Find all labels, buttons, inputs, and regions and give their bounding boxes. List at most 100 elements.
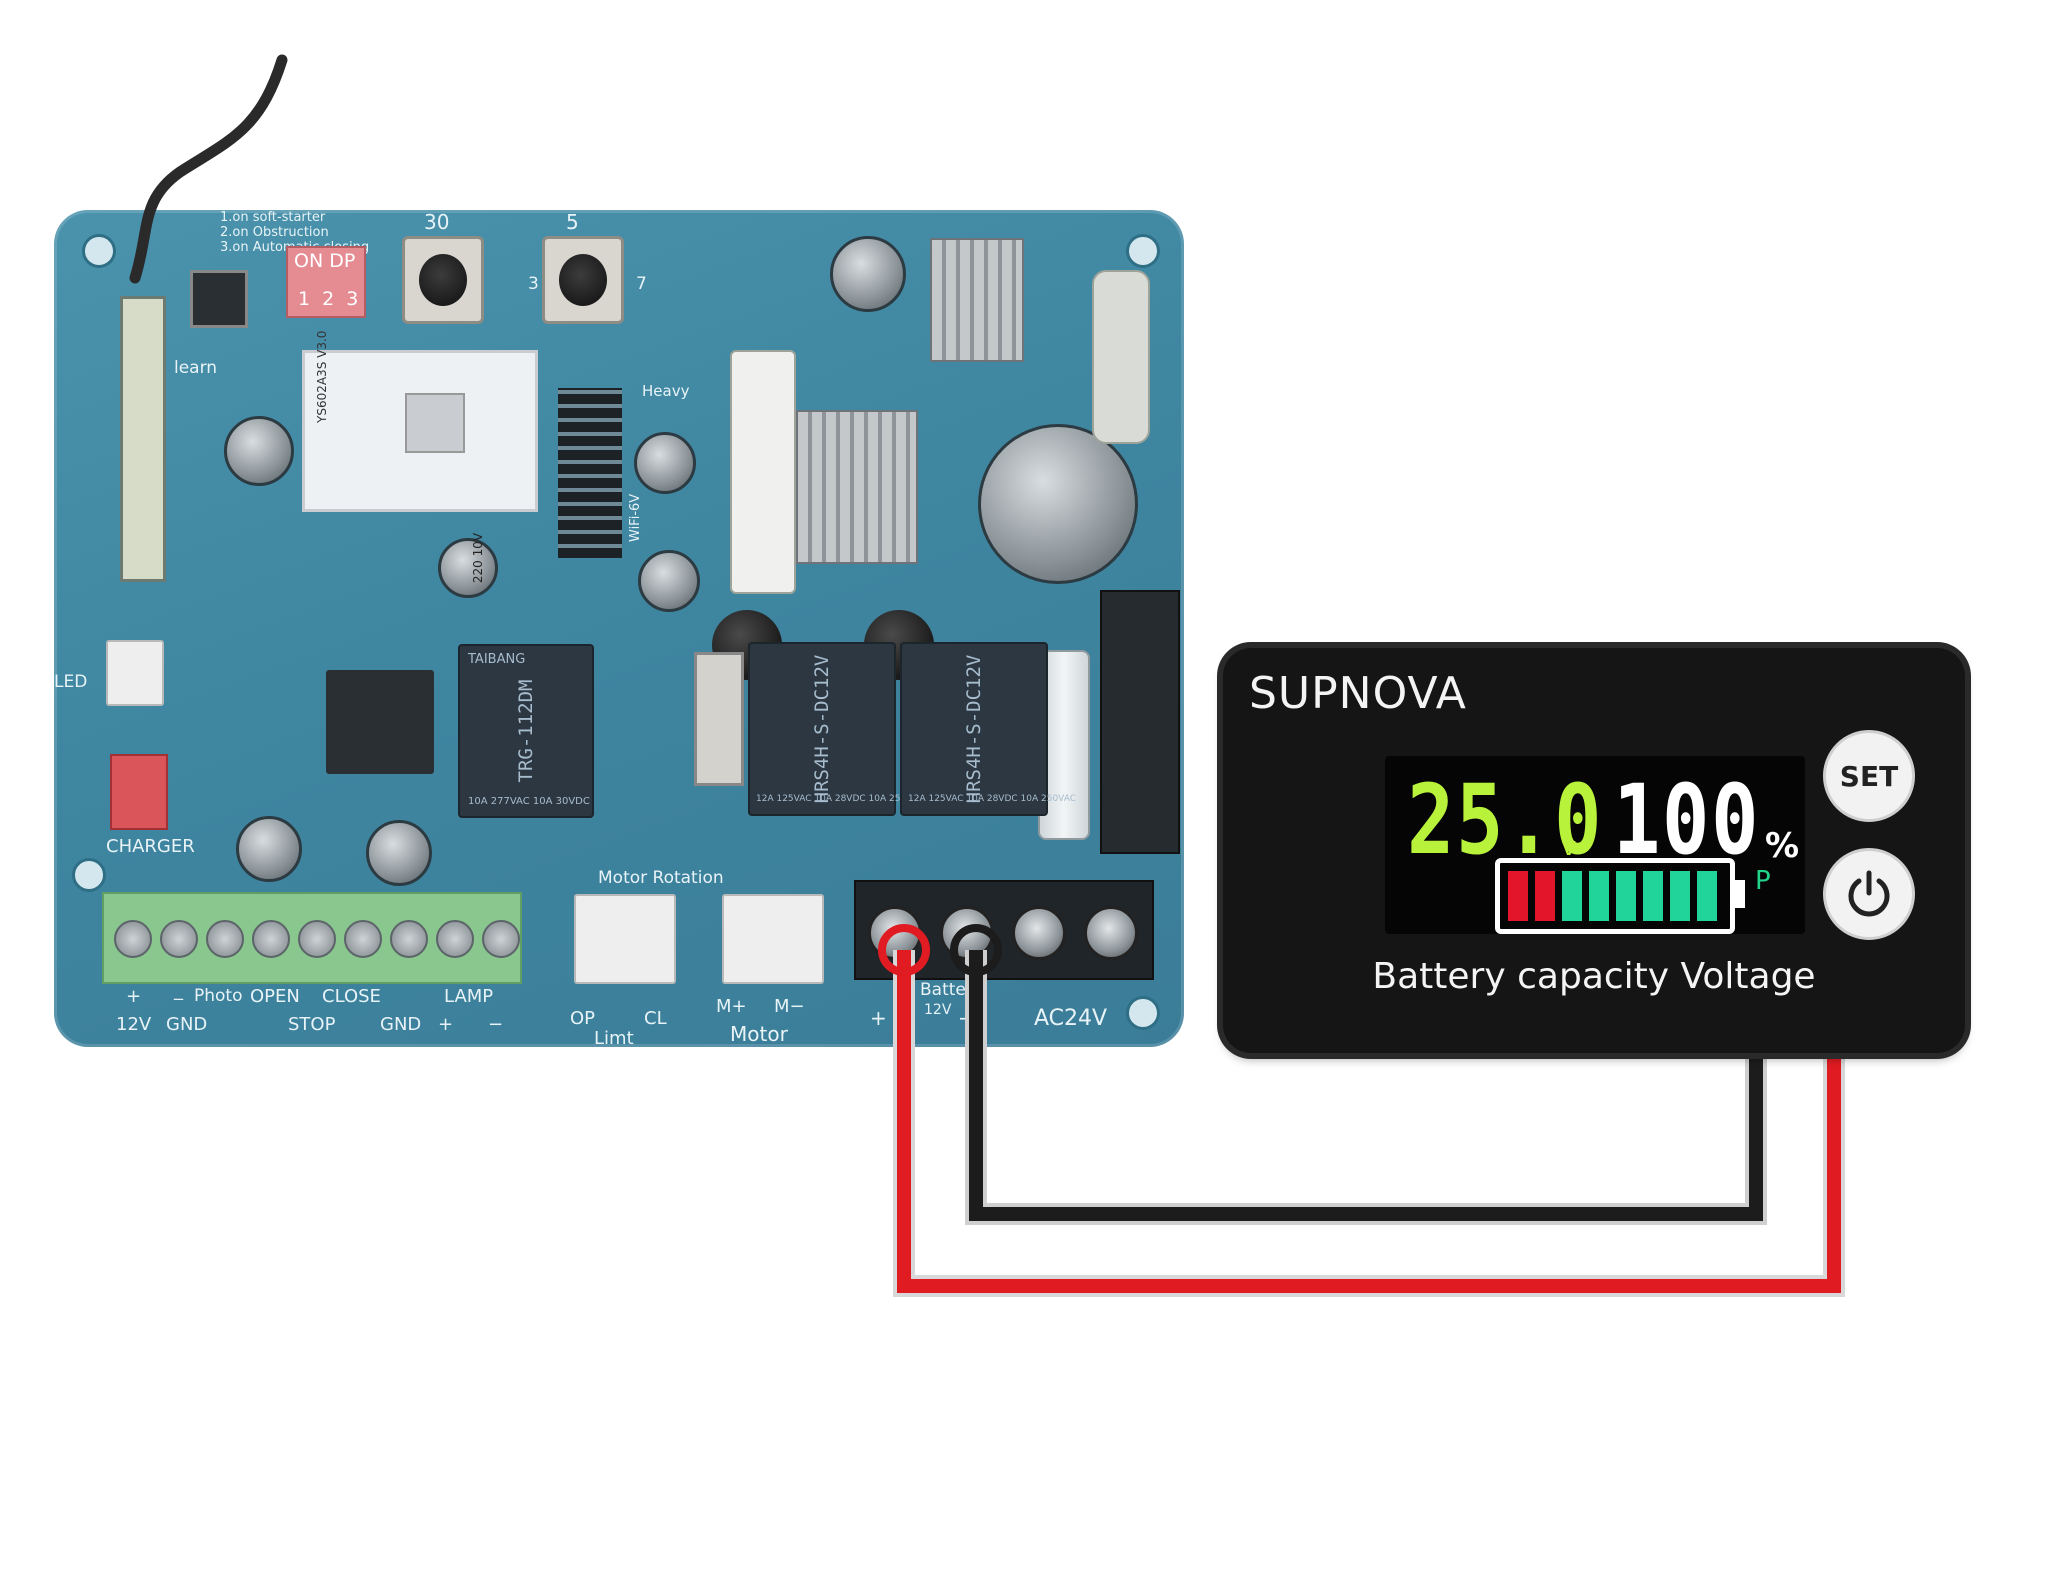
percent-unit: % — [1765, 826, 1800, 866]
terminal-label: 12V — [116, 1014, 152, 1035]
battery-tip — [1735, 880, 1745, 908]
terminal-label: AC24V — [1034, 1006, 1108, 1031]
battery-meter: SUPNOVA 25.0 v 100 % P SET Battery capac… — [1223, 648, 1965, 1053]
capacitor — [224, 416, 294, 486]
set-button[interactable]: SET — [1823, 730, 1915, 822]
pin-header — [558, 388, 622, 558]
relay-hrs4h-2: HRS4H-S-DC12V 12A 125VAC 10A 28VDC 10A 2… — [900, 642, 1076, 816]
green-terminal-block — [102, 892, 522, 984]
terminal-label: STOP — [288, 1014, 336, 1035]
battery-cell — [1508, 871, 1528, 921]
terminal-screw[interactable] — [206, 920, 244, 958]
relay-model: HRS4H-S-DC12V — [963, 654, 985, 804]
mount-hole — [1126, 234, 1160, 268]
wifi-voltage-label: WiFi-6V — [628, 493, 643, 542]
voltage-unit: v — [1561, 832, 1577, 862]
terminal-label: LAMP — [444, 986, 494, 1007]
terminal-screw[interactable] — [344, 920, 382, 958]
terminal-label: + — [438, 1014, 454, 1035]
regulator-heatsink — [930, 238, 1024, 362]
terminal-screw[interactable] — [298, 920, 336, 958]
terminal-screw[interactable] — [436, 920, 474, 958]
limit-connector[interactable] — [574, 894, 676, 984]
bridge-rectifier — [1100, 590, 1180, 854]
terminal-label: _ — [174, 980, 183, 1001]
terminal-label: − — [488, 1014, 504, 1035]
terminal-label: Battery — [920, 980, 983, 1000]
potentiometer-time[interactable] — [542, 236, 624, 324]
wifi-module: YS602A3S V3.0 — [302, 331, 538, 512]
terminal-label: OP — [570, 1008, 596, 1029]
battery-cell — [1589, 871, 1609, 921]
battery-minus-screw[interactable] — [940, 906, 994, 960]
wifi-module-label: YS602A3S V3.0 — [315, 330, 329, 423]
pot-mark-low: 3 — [528, 274, 539, 294]
potentiometer-force[interactable] — [402, 236, 484, 324]
control-board: 1.on soft-starter 2.on Obstruction 3.on … — [54, 210, 1184, 1049]
mount-hole — [82, 234, 116, 268]
relay-hrs4h-1: HRS4H-S-DC12V 12A 125VAC 10A 28VDC 10A 2… — [748, 642, 924, 816]
led-connector[interactable] — [106, 640, 164, 706]
terminal-label: Limt — [594, 1028, 634, 1049]
terminal-label: OPEN — [250, 986, 300, 1007]
terminal-label: Photo — [194, 986, 243, 1006]
pot-right-label: 5 — [566, 210, 579, 234]
dip-note: 1.on soft-starter — [220, 210, 326, 225]
motor-rotation-label: Motor Rotation — [598, 868, 724, 888]
battery-cell — [1616, 871, 1636, 921]
battery-level-bar — [1495, 858, 1735, 934]
capacitor — [638, 550, 700, 612]
terminal-screw[interactable] — [482, 920, 520, 958]
dip-switch[interactable]: ON DP 1 2 3 — [286, 246, 366, 318]
learn-button[interactable] — [190, 270, 248, 328]
cement-resistor — [730, 350, 796, 594]
percent-readout: 100 — [1613, 764, 1761, 876]
terminal-label: GND — [380, 1014, 422, 1035]
terminal-label: − — [958, 1006, 975, 1030]
ac24v-screw[interactable] — [1012, 906, 1066, 960]
terminal-screw[interactable] — [252, 920, 290, 958]
meter-caption: Battery capacity Voltage — [1372, 956, 1816, 997]
pot-mark-high: 7 — [636, 274, 647, 294]
battery-plus-screw[interactable] — [868, 906, 922, 960]
dip-note: 2.on Obstruction — [220, 225, 329, 240]
wifi-chip — [405, 393, 465, 453]
capacitor — [634, 432, 696, 494]
mount-hole — [1126, 996, 1160, 1030]
terminal-screw[interactable] — [114, 920, 152, 958]
mount-hole — [72, 858, 106, 892]
terminal-label: M− — [774, 996, 805, 1017]
main-capacitor — [978, 424, 1138, 584]
dip-switch-numbers: 1 2 3 — [298, 288, 362, 310]
motor-connector[interactable] — [722, 894, 824, 984]
terminal-screw[interactable] — [160, 920, 198, 958]
terminal-label: Motor — [730, 1022, 788, 1046]
battery-ac-terminal-block — [854, 880, 1154, 980]
battery-cell — [1697, 871, 1717, 921]
power-icon — [1848, 870, 1890, 917]
rf-receiver-strip — [120, 296, 166, 582]
terminal-label: CLOSE — [322, 986, 381, 1007]
capacitor — [366, 820, 432, 886]
capacitor-marking: 220 10V — [471, 532, 486, 584]
relay-brand: TAIBANG — [468, 652, 526, 667]
capacitor — [830, 236, 906, 312]
terminal-screw[interactable] — [390, 920, 428, 958]
relay-specs: 12A 125VAC 10A 28VDC 10A 250VAC — [908, 794, 1077, 804]
power-resistor — [1092, 270, 1150, 444]
charger-connector[interactable] — [110, 754, 168, 830]
terminal-label: GND — [166, 1014, 208, 1035]
terminal-label: + — [870, 1006, 887, 1030]
pot-left-label: 30 — [424, 210, 450, 234]
mosfet — [326, 670, 434, 774]
ac24v-screw[interactable] — [1084, 906, 1138, 960]
capacitor — [236, 816, 302, 882]
power-button[interactable] — [1823, 848, 1915, 940]
relay-specs: 12A 125VAC 10A 28VDC 10A 250VAC — [756, 794, 925, 804]
learn-label: learn — [174, 358, 218, 378]
lcd-display: 25.0 v 100 % P — [1385, 756, 1805, 934]
terminal-label: CL — [644, 1008, 667, 1029]
terminal-label: 12V — [924, 1002, 952, 1018]
battery-cell — [1535, 871, 1555, 921]
motor-rotation-switch[interactable] — [694, 652, 744, 786]
